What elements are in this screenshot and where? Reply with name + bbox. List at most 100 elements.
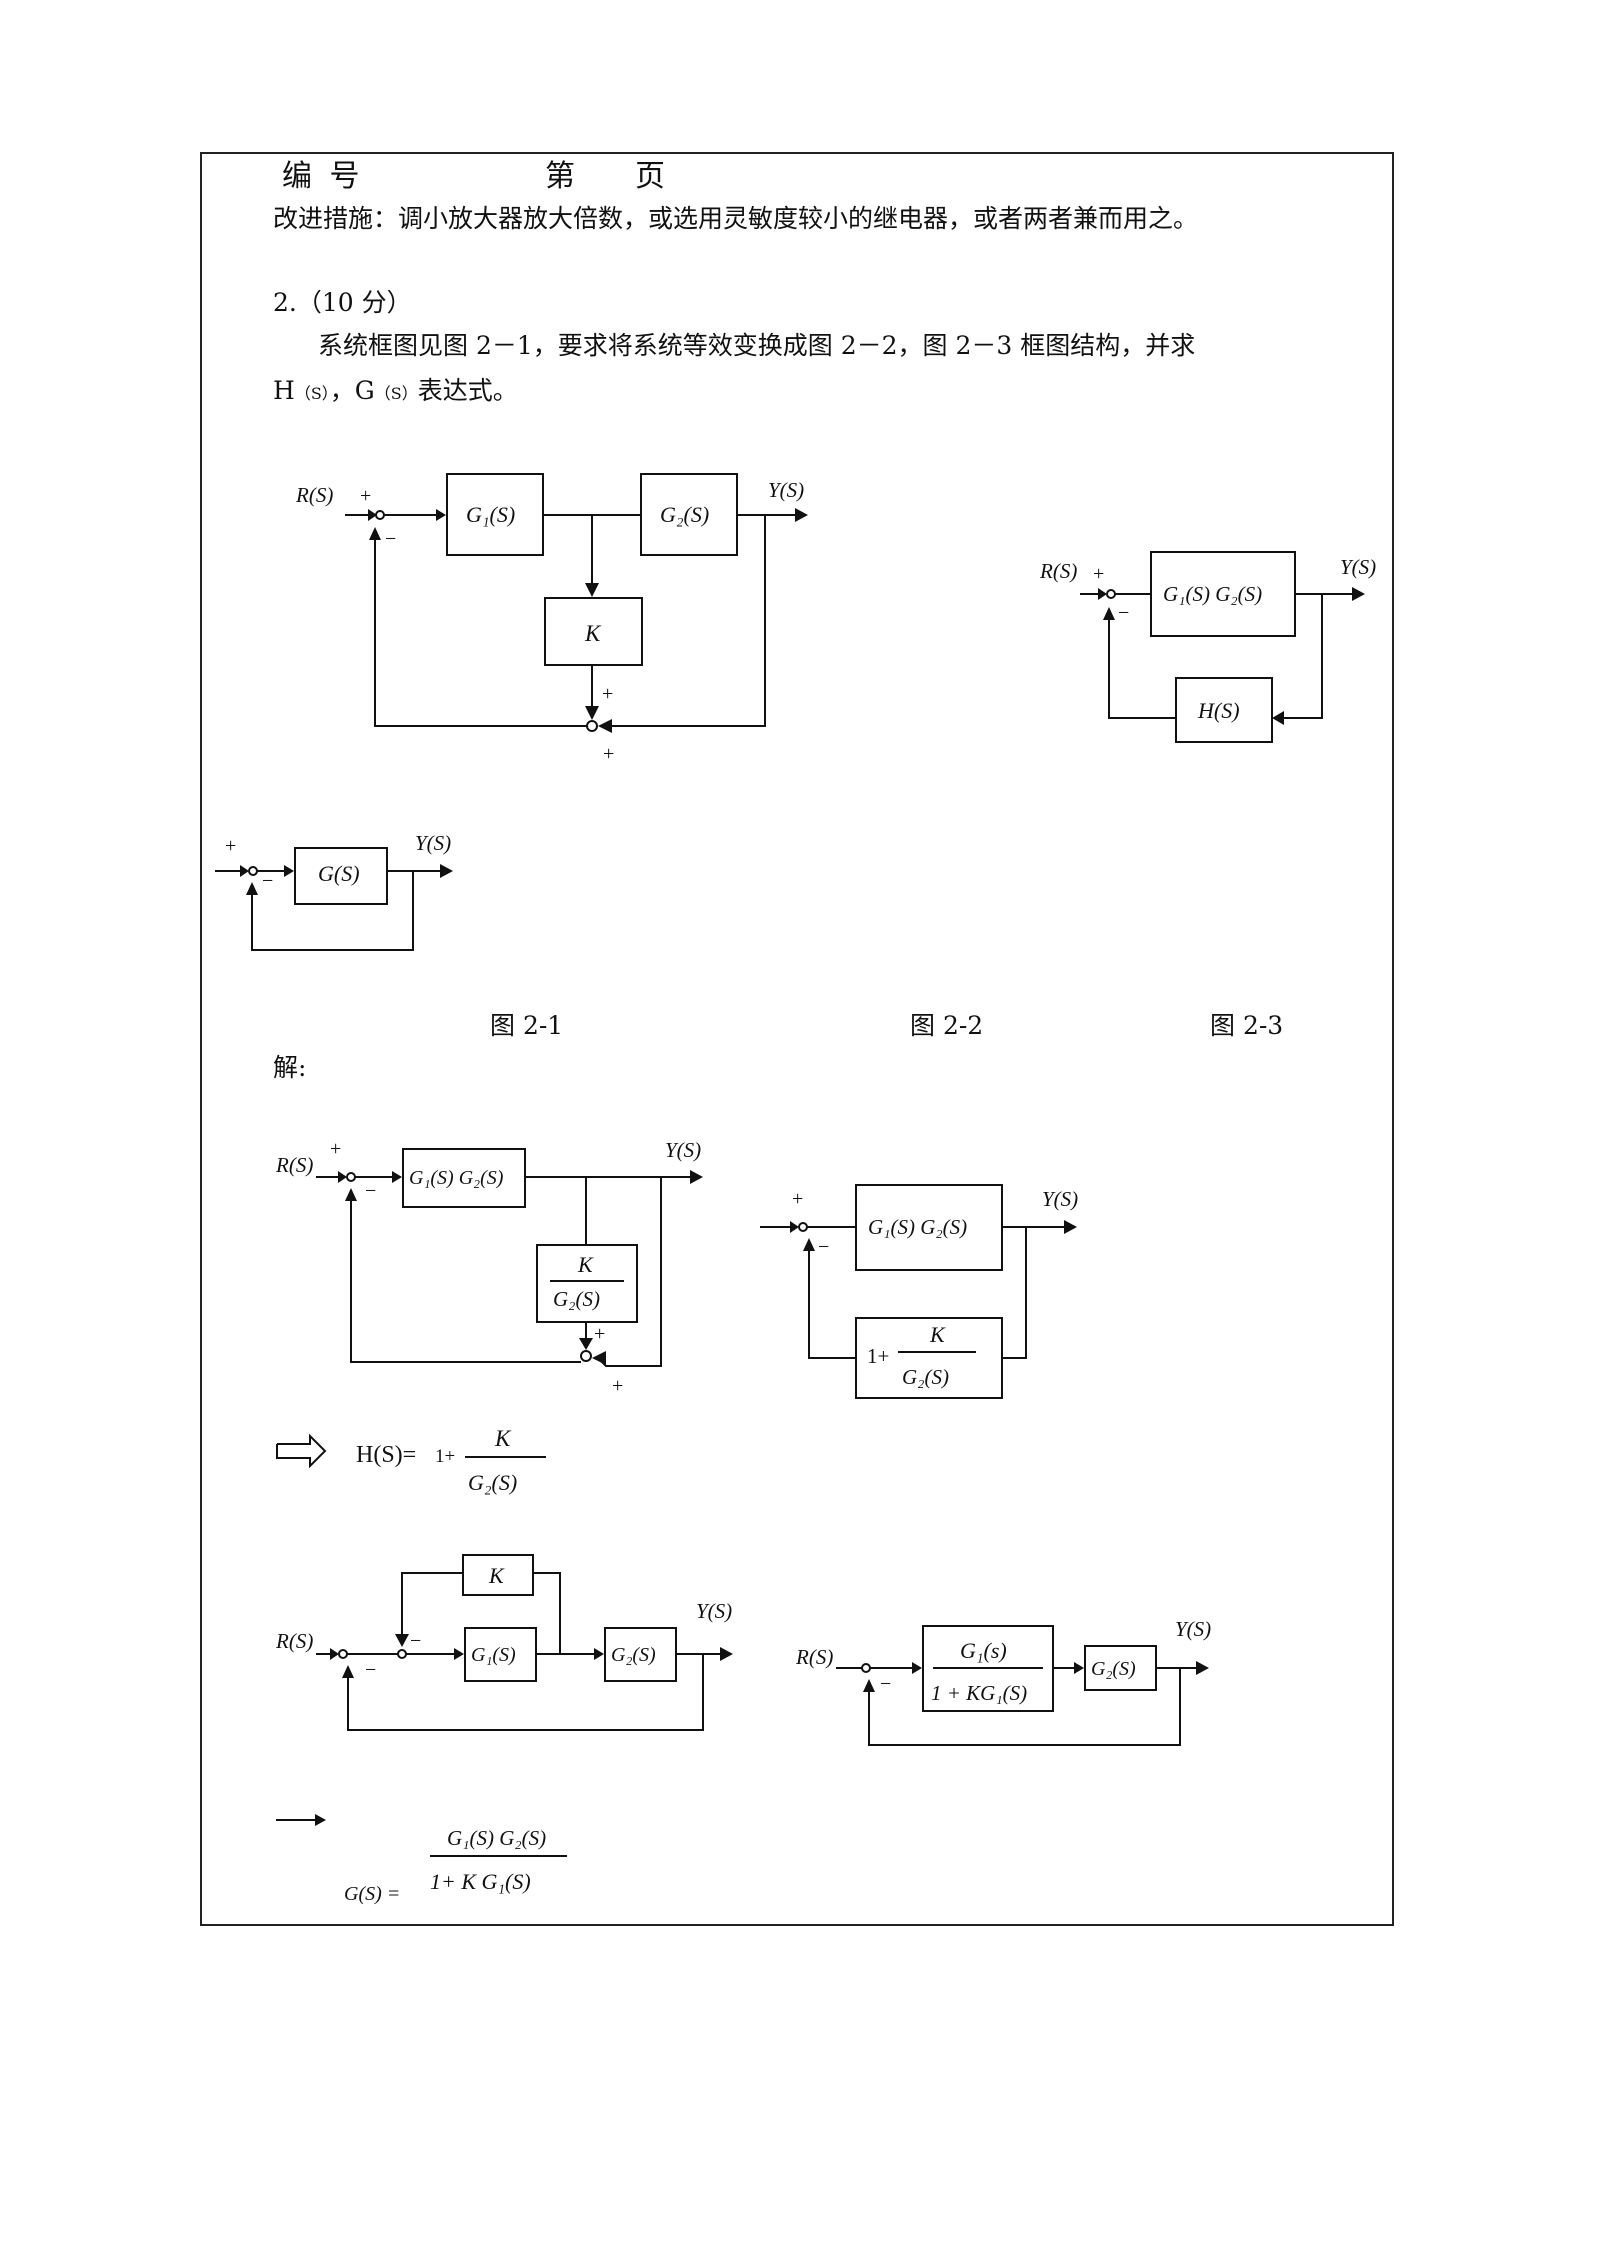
sold-minus: − xyxy=(880,1673,891,1695)
solb-feedback-right xyxy=(1002,1227,1027,1359)
sold-den: 1 + KG₁(S) xyxy=(931,1681,1027,1705)
solc-output-arrow xyxy=(720,1647,733,1661)
fig3-sum xyxy=(248,866,258,876)
solc-g2-label: G₂(S) xyxy=(611,1644,656,1666)
fig1-sum1 xyxy=(375,510,385,520)
g-num: G₁(S) G₂(S) xyxy=(447,1826,546,1850)
intro-line: 改进措施：调小放大器放大倍数，或选用灵敏度较小的继电器，或者两者兼而用之。 xyxy=(273,204,1199,233)
solb-sum xyxy=(798,1222,808,1232)
solc-minus2: − xyxy=(410,1630,421,1652)
sol-a: R(S) + − G₁(S) G₂(S) Y(S) K G₂(S) + + xyxy=(275,1138,703,1397)
g-result: G₁(S) G₂(S) 1+ K G₁(S) G(S) = xyxy=(276,1814,567,1905)
solc-arrow-g1 xyxy=(454,1648,464,1660)
solc-arrow-sum2 xyxy=(395,1634,409,1647)
fig1-arrow-sum2-right xyxy=(598,719,612,733)
sola-sum1 xyxy=(346,1172,356,1182)
sola-arrow-box xyxy=(392,1171,402,1183)
fig3-arrow-g xyxy=(284,865,294,877)
solb-output-arrow xyxy=(1064,1220,1077,1234)
problem-heading: 2.（10 分） xyxy=(273,288,412,317)
page-frame xyxy=(200,152,1394,1926)
solb-minus: − xyxy=(818,1236,829,1258)
sol-b: + − G₁(S) G₂(S) Y(S) 1+ K G₂(S) xyxy=(760,1184,1078,1399)
fig2-h-label: H(S) xyxy=(1197,698,1240,723)
fig2-arrow-h xyxy=(1272,711,1284,725)
solc-arrow-sum1 xyxy=(342,1665,354,1678)
problem-statement-line2: H（S），G（S）表达式。 xyxy=(273,376,518,405)
solc-g1-label: G₁(S) xyxy=(471,1644,516,1666)
fig2-y-label: Y(S) xyxy=(1340,555,1376,579)
fig2-h-box xyxy=(1175,677,1273,743)
solc-k-feed-out xyxy=(401,1572,463,1636)
sold-num: G₁(s) xyxy=(960,1638,1007,1663)
fig2-plus: + xyxy=(1093,563,1104,585)
header-page-label: 第 页 xyxy=(545,159,665,194)
h-result: H(S)= 1+ K G₂(S) xyxy=(276,1426,546,1495)
fig1-arrow-sum2-top xyxy=(585,706,599,720)
solc-sum1 xyxy=(338,1649,348,1659)
solc-sum2 xyxy=(397,1649,407,1659)
fig3-g-label: G(S) xyxy=(318,861,360,886)
fig3-output-arrow xyxy=(440,864,453,878)
fig1-feedback-right xyxy=(612,515,766,727)
fig1-caption: 图 2-1 xyxy=(490,1011,564,1040)
solb-arrow-sum xyxy=(803,1238,815,1251)
sola-plus: + xyxy=(330,1138,341,1160)
sola-arrow-sum2-right xyxy=(592,1351,606,1365)
fig1-minus: − xyxy=(385,528,396,550)
sola-k-num: K xyxy=(577,1252,594,1277)
solc-r-label: R(S) xyxy=(275,1629,313,1653)
fig1-plus-top: + xyxy=(360,485,371,507)
sold-r-label: R(S) xyxy=(795,1645,833,1669)
fig3-feedback xyxy=(251,871,414,951)
sola-minus: − xyxy=(365,1180,376,1202)
sold-arrow-box xyxy=(912,1662,922,1674)
fig-2-3: + − G(S) Y(S) xyxy=(215,831,453,951)
sola-g1g2-label: G₁(S) G₂(S) xyxy=(409,1167,504,1189)
fig-2-2: R(S) + − G₁(S) G₂(S) Y(S) H(S) xyxy=(1039,551,1376,743)
sold-g2-label: G₂(S) xyxy=(1091,1658,1136,1680)
sola-sum2 xyxy=(580,1350,592,1362)
sola-r-label: R(S) xyxy=(275,1153,313,1177)
solb-plus: + xyxy=(792,1188,803,1210)
fig2-feedback-left xyxy=(1108,620,1176,719)
fig2-g1g2-label: G₁(S) G₂(S) xyxy=(1163,582,1262,606)
h-den: G₂(S) xyxy=(468,1470,517,1495)
fig1-feedback-left xyxy=(374,540,587,727)
solc-y-label: Y(S) xyxy=(696,1599,732,1623)
sola-y-label: Y(S) xyxy=(665,1138,701,1162)
solc-k-label: K xyxy=(488,1563,505,1588)
solb-input-arrow xyxy=(790,1221,799,1233)
fig2-arrow-sum xyxy=(1103,607,1115,620)
sola-output-arrow xyxy=(690,1170,703,1184)
sold-sum xyxy=(861,1663,871,1673)
fig1-r-label: R(S) xyxy=(295,483,333,507)
sold-output-arrow xyxy=(1196,1661,1209,1675)
g-lhs: G(S) = xyxy=(344,1883,400,1905)
fig3-input-arrow xyxy=(240,865,249,877)
fig3-arrow-sum xyxy=(246,882,258,895)
solb-k-num: K xyxy=(929,1322,946,1347)
solc-arrow-g2 xyxy=(594,1648,604,1660)
solb-y-label: Y(S) xyxy=(1042,1187,1078,1211)
fig1-g2-label: G₂(S) xyxy=(660,502,709,527)
solb-one-plus: 1+ xyxy=(867,1344,889,1368)
solb-feedback-left xyxy=(808,1251,856,1359)
h-one-plus: 1+ xyxy=(435,1446,455,1467)
solc-k-feed-in xyxy=(533,1572,561,1654)
solc-input-arrow xyxy=(330,1648,339,1660)
fig1-sum2-plus-bottom: + xyxy=(603,743,614,765)
h-lhs: H(S)= xyxy=(356,1442,416,1468)
header-number-label: 编 号 xyxy=(282,159,364,194)
problem-statement-line1: 系统框图见图 2－1，要求将系统等效变换成图 2－2，图 2－3 框图结构，并求 xyxy=(318,331,1196,360)
fig3-caption: 图 2-3 xyxy=(1210,1011,1284,1040)
sola-sum2-plus-bottom: + xyxy=(612,1375,623,1397)
fig2-feedback-right xyxy=(1284,594,1323,719)
fig2-input-arrow xyxy=(1098,588,1107,600)
fig1-y-label: Y(S) xyxy=(768,478,804,502)
sola-feedback-right xyxy=(600,1177,662,1367)
sold-y-label: Y(S) xyxy=(1175,1617,1211,1641)
fig1-arrow-k xyxy=(585,583,599,597)
sola-feedback-left xyxy=(350,1201,581,1363)
